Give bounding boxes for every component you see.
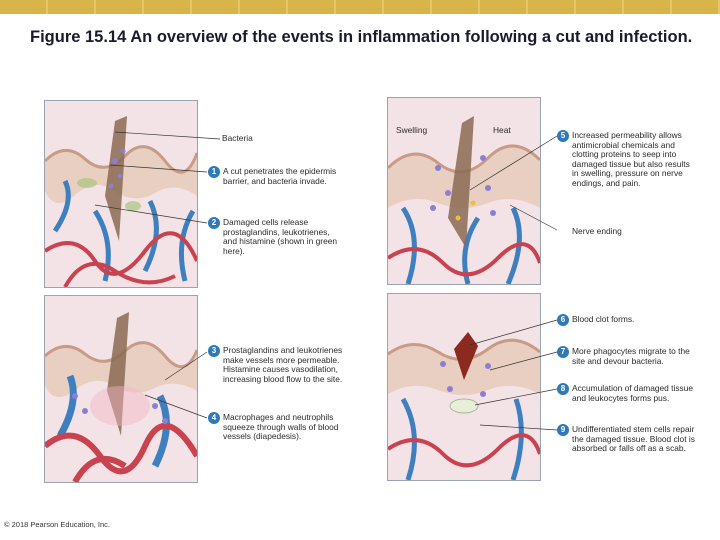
step-6-text: Blood clot forms. (572, 314, 635, 324)
step-2-text: Damaged cells release prostaglandins, le… (223, 217, 338, 256)
step-5-text: Increased permeability allows antimicrob… (572, 130, 690, 188)
copyright-notice: © 2018 Pearson Education, Inc. (4, 520, 111, 529)
skin-illustration (45, 101, 197, 287)
label-nerve-ending: Nerve ending (572, 226, 622, 236)
skin-illustration (388, 98, 540, 284)
figure-title: Figure 15.14 An overview of the events i… (30, 28, 693, 46)
skin-illustration (388, 294, 540, 480)
step-2-badge: 2 (208, 217, 220, 229)
step-4-text: Macrophages and neutrophils squeeze thro… (223, 412, 339, 442)
step-3-badge: 3 (208, 345, 220, 357)
label-heat: Heat (493, 125, 511, 135)
panel-clot-repair (387, 293, 541, 481)
label-swelling: Swelling (396, 125, 428, 135)
step-8-text: Accumulation of damaged tissue and leuko… (572, 383, 694, 403)
step-4-badge: 4 (208, 412, 220, 424)
skin-illustration (45, 296, 197, 482)
panel-cut-invasion (44, 100, 198, 288)
step-5-badge: 5 (557, 130, 569, 142)
step-1-badge: 1 (208, 166, 220, 178)
step-3-text: Prostaglandins and leukotrienes make ves… (223, 345, 343, 384)
step-8-badge: 8 (557, 383, 569, 395)
panel-swelling-heat: Swelling Heat (387, 97, 541, 285)
step-7-text: More phagocytes migrate to the site and … (572, 346, 690, 366)
top-decorative-bar (0, 0, 720, 14)
step-9-text: Undifferentiated stem cells repair the d… (572, 424, 695, 454)
step-9-badge: 9 (557, 424, 569, 436)
label-bacteria: Bacteria (222, 133, 253, 143)
step-1-text: A cut penetrates the epidermis barrier, … (223, 166, 337, 186)
panel-vessel-permeability (44, 295, 198, 483)
step-7-badge: 7 (557, 346, 569, 358)
step-6-badge: 6 (557, 314, 569, 326)
